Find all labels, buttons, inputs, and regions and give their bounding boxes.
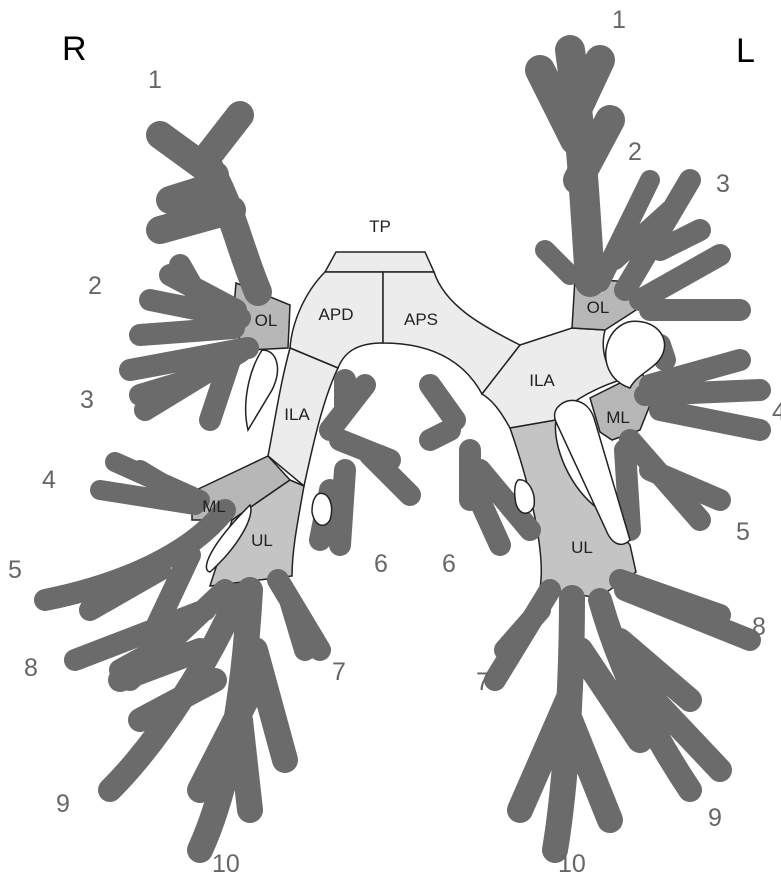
left-seg-number-6: 6 bbox=[442, 550, 456, 578]
left-seg-number-3: 3 bbox=[716, 170, 730, 198]
left-seg-number-8: 8 bbox=[752, 613, 766, 641]
left-seg-number-7: 7 bbox=[476, 668, 490, 696]
right-gap-upper bbox=[246, 350, 278, 430]
left-seg-number-9: 9 bbox=[708, 804, 722, 832]
left-seg-number-4: 4 bbox=[772, 398, 781, 426]
trachea-top-shape bbox=[325, 252, 434, 272]
ul-left-label: UL bbox=[571, 538, 593, 557]
right-seg-number-6: 6 bbox=[374, 550, 388, 578]
right-seg3-branch bbox=[130, 348, 248, 420]
left-seg-number-5: 5 bbox=[736, 518, 750, 546]
right-seg-number-9: 9 bbox=[56, 790, 70, 818]
right-seg-number-4: 4 bbox=[42, 466, 56, 494]
left-seg5-branch bbox=[625, 440, 720, 530]
right-seg-number-7: 7 bbox=[332, 658, 346, 686]
ul-right-label: UL bbox=[251, 531, 273, 550]
left-seg7-branch bbox=[495, 590, 550, 680]
left-side-label: L bbox=[736, 32, 755, 70]
right-seg7-branch bbox=[278, 580, 320, 650]
ol-left-label: OL bbox=[587, 298, 610, 317]
left-seg-number-1: 1 bbox=[612, 6, 626, 34]
right-gap-seg6 bbox=[312, 493, 332, 525]
ml-right-label: ML bbox=[202, 497, 226, 516]
right-seg-number-8: 8 bbox=[24, 654, 38, 682]
left-seg-number-2: 2 bbox=[628, 138, 642, 166]
apd-label: APD bbox=[319, 305, 354, 324]
right-seg2-branch bbox=[140, 265, 240, 335]
right-seg-number-2: 2 bbox=[88, 272, 102, 300]
left-seg8-branch bbox=[620, 580, 750, 640]
right-seg-number-10: 10 bbox=[212, 850, 240, 878]
right-seg-number-3: 3 bbox=[80, 386, 94, 414]
left-seg-number-10: 10 bbox=[558, 850, 586, 878]
ila-left-label: ILA bbox=[529, 371, 555, 390]
ila-right-label: ILA bbox=[284, 405, 310, 424]
right-seg-number-1: 1 bbox=[148, 66, 162, 94]
right-seg6-branch bbox=[320, 380, 410, 545]
right-seg-number-5: 5 bbox=[8, 556, 22, 584]
left-seg4-branch bbox=[645, 345, 760, 430]
right-seg4-branch bbox=[100, 462, 200, 505]
ol-right-label: OL bbox=[255, 311, 278, 330]
ml-left-label: ML bbox=[606, 408, 630, 427]
tp-label: TP bbox=[369, 217, 391, 236]
right-side-label: R bbox=[62, 30, 87, 68]
aps-label: APS bbox=[404, 310, 438, 329]
